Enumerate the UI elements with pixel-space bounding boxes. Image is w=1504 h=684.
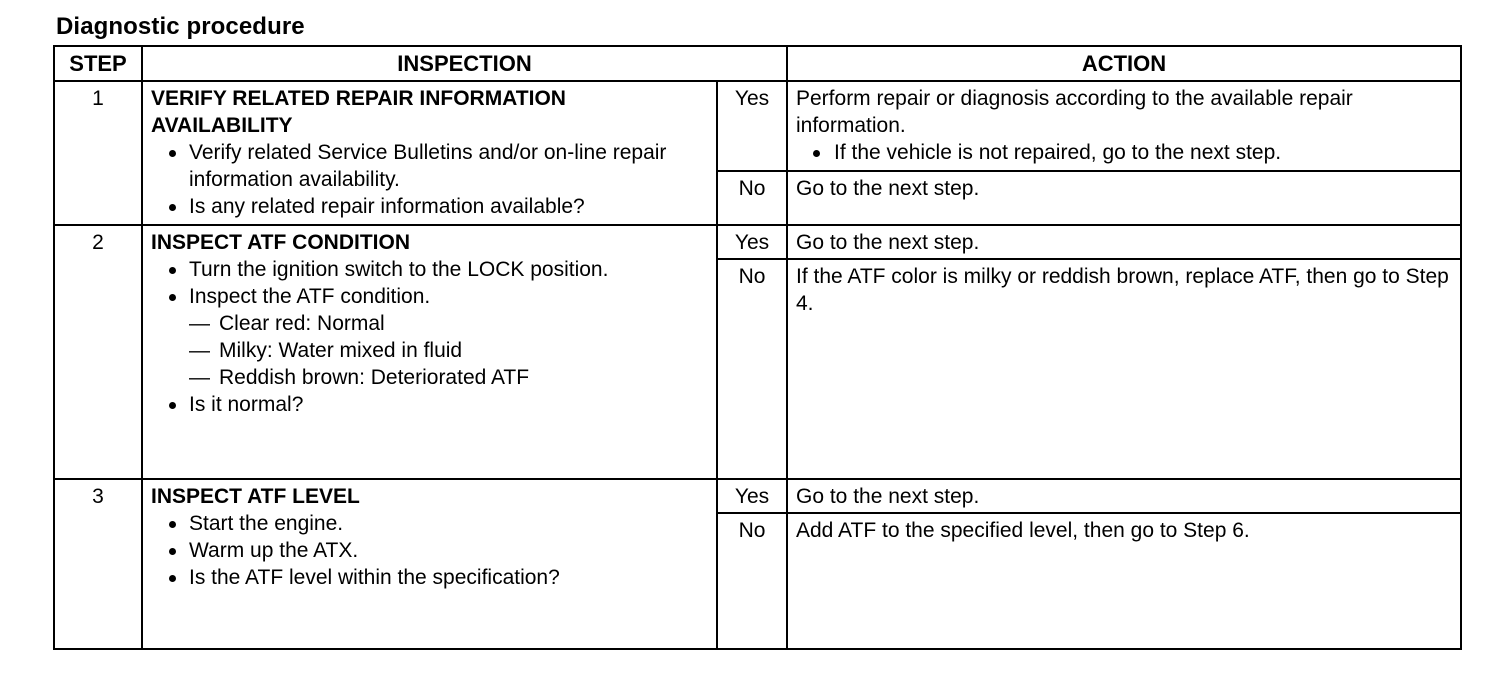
no-action: If the ATF color is milky or reddish bro…	[786, 258, 1462, 480]
step-heading: VERIFY RELATED REPAIR INFORMATION AVAILA…	[151, 87, 566, 137]
step-number: 1	[53, 80, 143, 226]
dash-mark: —	[189, 312, 210, 335]
condition-item: — Milky: Water mixed in fluid	[189, 337, 710, 364]
inspection-item: Is it normal?	[165, 391, 710, 418]
dash-mark: —	[189, 339, 210, 362]
no-label: No	[716, 512, 788, 650]
inspection-item: Inspect the ATF condition. — Clear red: N…	[165, 283, 710, 391]
inspection-list: Verify related Service Bulletins and/or …	[151, 139, 710, 220]
page-title: Diagnostic procedure	[56, 13, 305, 40]
step-2-yes-row: 2 INSPECT ATF CONDITION Turn the ignitio…	[53, 224, 1462, 480]
step-3-inspection: INSPECT ATF LEVEL Start the engine. Warm…	[141, 478, 718, 650]
no-label: No	[716, 258, 788, 480]
step-heading: INSPECT ATF CONDITION	[151, 231, 410, 254]
condition-text: Milky: Water mixed in fluid	[219, 339, 463, 362]
inspection-item: Start the engine.	[165, 510, 710, 537]
inspection-item: Is the ATF level within the specificatio…	[165, 564, 710, 591]
yes-action: Go to the next step.	[786, 224, 1462, 260]
inspection-item: Verify related Service Bulletins and/or …	[165, 139, 710, 193]
inspection-item: Turn the ignition switch to the LOCK pos…	[165, 256, 710, 283]
no-action: Add ATF to the specified level, then go …	[786, 512, 1462, 650]
dash-mark: —	[189, 366, 210, 389]
inspection-list: Turn the ignition switch to the LOCK pos…	[151, 256, 710, 418]
step-3-no-row: No Add ATF to the specified level, then …	[54, 512, 1462, 650]
step-2-no-row: No If the ATF color is milky or reddish …	[54, 258, 1462, 480]
condition-list: — Clear red: Normal — Milky: Water mixed i…	[189, 310, 710, 391]
yes-action-text: Perform repair or diagnosis according to…	[796, 87, 1353, 137]
header-row: STEP INSPECTION ACTION	[53, 45, 1462, 82]
step-1-yes-row: 1 VERIFY RELATED REPAIR INFORMATION AVAI…	[53, 80, 1462, 226]
condition-text: Reddish brown: Deteriorated ATF	[219, 366, 530, 389]
step-column-header: STEP	[53, 45, 143, 82]
step-3-yes-row: 3 INSPECT ATF LEVEL Start the engine. Wa…	[53, 478, 1462, 650]
inspection-list: Start the engine. Warm up the ATX. Is th…	[151, 510, 710, 591]
inspection-column-header: INSPECTION	[141, 45, 788, 82]
yes-action: Perform repair or diagnosis according to…	[786, 80, 1462, 172]
condition-item: — Reddish brown: Deteriorated ATF	[189, 364, 710, 391]
step-heading: INSPECT ATF LEVEL	[151, 485, 360, 508]
condition-item: — Clear red: Normal	[189, 310, 710, 337]
action-column-header: ACTION	[786, 45, 1462, 82]
yes-label: Yes	[716, 80, 788, 172]
inspection-item: Warm up the ATX.	[165, 537, 710, 564]
yes-action: Go to the next step.	[786, 478, 1462, 514]
step-number: 3	[53, 478, 143, 650]
yes-label: Yes	[716, 224, 788, 260]
inspection-item: Is any related repair information availa…	[165, 193, 710, 220]
no-label: No	[716, 170, 788, 226]
condition-text: Clear red: Normal	[219, 312, 385, 335]
step-number: 2	[53, 224, 143, 480]
yes-label: Yes	[716, 478, 788, 514]
step-1-inspection: VERIFY RELATED REPAIR INFORMATION AVAILA…	[141, 80, 718, 226]
action-item: If the vehicle is not repaired, go to th…	[796, 139, 1454, 166]
step-1-no-row: No Go to the next step.	[54, 170, 1462, 226]
diagnostic-procedure-table: STEP INSPECTION ACTION 1 VERIFY RELATED …	[53, 45, 1462, 650]
action-list: If the vehicle is not repaired, go to th…	[796, 139, 1454, 166]
step-2-inspection: INSPECT ATF CONDITION Turn the ignition …	[141, 224, 718, 480]
no-action: Go to the next step.	[786, 170, 1462, 226]
inspection-item-text: Inspect the ATF condition.	[189, 285, 431, 308]
